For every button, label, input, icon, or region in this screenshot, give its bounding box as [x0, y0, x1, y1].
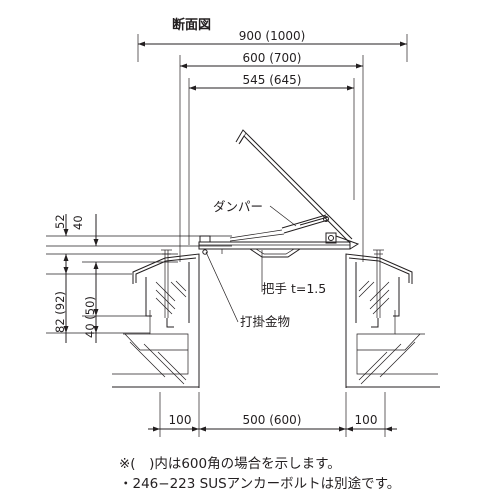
open-lid — [235, 129, 353, 244]
vertical-dimensions — [46, 214, 232, 343]
right-curb — [345, 249, 413, 388]
dimension-600-label: 600 (700) — [243, 51, 302, 65]
dimension-545: 545 (645) — [188, 73, 355, 245]
dimension-600: 600 (700) — [179, 51, 364, 262]
note-line-2: ・246−223 SUSアンカーボルトは別途です。 — [119, 475, 400, 492]
dimension-100-left-label: 100 — [169, 413, 192, 427]
dimension-900-label: 900 (1000) — [239, 29, 306, 43]
dimension-82-label: 82 (92) — [53, 291, 67, 333]
hatch-lid — [198, 232, 360, 258]
damper-leader — [269, 205, 297, 227]
damper-label: ダンパー — [213, 199, 263, 214]
dimension-40-label: 40 — [71, 215, 85, 230]
bottom-dimensions — [148, 392, 397, 437]
dimension-100-right-label: 100 — [355, 413, 378, 427]
dimension-900: 900 (1000) — [137, 29, 408, 62]
hatch-pattern-right — [358, 280, 416, 385]
concrete-slab — [112, 310, 440, 388]
left-curb — [132, 249, 200, 388]
hatch-pattern-left — [129, 280, 187, 385]
latch-leader — [205, 251, 239, 323]
handle-label: 把手 t=1.5 — [262, 281, 326, 296]
diagram-title: 断面図 — [172, 17, 211, 33]
note-line-1: ※( )内は600角の場合を示します。 — [119, 456, 341, 472]
damper — [229, 214, 329, 242]
dimension-545-label: 545 (645) — [243, 73, 302, 87]
dimension-500-label: 500 (600) — [243, 413, 302, 427]
dimension-40b-label: 40 (50) — [83, 296, 97, 338]
dimension-52-label: 52 — [53, 214, 67, 229]
latch-label: 打掛金物 — [240, 314, 290, 329]
